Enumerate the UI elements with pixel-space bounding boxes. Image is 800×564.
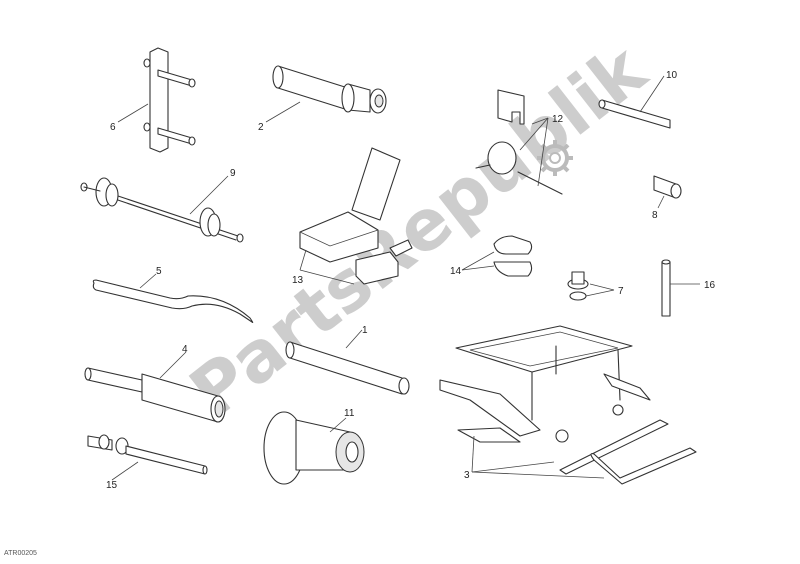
tool-part-6[interactable]: 6 <box>110 47 196 153</box>
svg-text:3: 3 <box>464 470 470 481</box>
tool-part-13[interactable]: 13 <box>292 147 413 286</box>
tool-part-4[interactable]: 4 <box>84 344 226 423</box>
svg-text:5: 5 <box>156 266 162 277</box>
svg-text:6: 6 <box>110 122 116 133</box>
svg-text:8: 8 <box>652 210 658 221</box>
svg-text:10: 10 <box>666 70 678 81</box>
gear-watermark-icon <box>537 140 573 176</box>
svg-text:9: 9 <box>230 168 236 179</box>
tool-part-1[interactable]: 1 <box>285 325 410 395</box>
drawing-code: ATR00205 <box>4 550 37 557</box>
tool-part-3[interactable]: 3 <box>439 325 697 485</box>
svg-text:16: 16 <box>704 280 716 291</box>
tool-part-7[interactable]: 7 <box>567 271 624 301</box>
svg-text:7: 7 <box>618 286 624 297</box>
tool-part-16[interactable]: 16 <box>661 259 716 317</box>
tool-part-8[interactable]: 8 <box>652 175 682 221</box>
tool-part-9[interactable]: 9 <box>80 168 244 243</box>
svg-text:12: 12 <box>552 114 564 125</box>
tool-part-2[interactable]: 2 <box>258 65 387 133</box>
tool-part-11[interactable]: 11 <box>263 408 365 485</box>
tool-part-14[interactable]: 14 <box>450 235 533 277</box>
svg-text:2: 2 <box>258 122 264 133</box>
watermark: PartsRepublik <box>175 28 662 434</box>
svg-text:4: 4 <box>182 344 188 355</box>
svg-text:11: 11 <box>344 408 355 419</box>
svg-text:1: 1 <box>362 325 368 336</box>
svg-text:PartsRepublik: PartsRepublik <box>175 28 662 434</box>
svg-text:15: 15 <box>106 480 118 491</box>
tool-part-15[interactable]: 15 <box>87 434 208 491</box>
svg-text:13: 13 <box>292 275 304 286</box>
tool-part-5[interactable]: 5 <box>92 266 254 324</box>
tool-part-10[interactable]: 10 <box>598 70 678 129</box>
svg-text:14: 14 <box>450 266 462 277</box>
tool-part-12[interactable]: 12 <box>475 89 564 195</box>
